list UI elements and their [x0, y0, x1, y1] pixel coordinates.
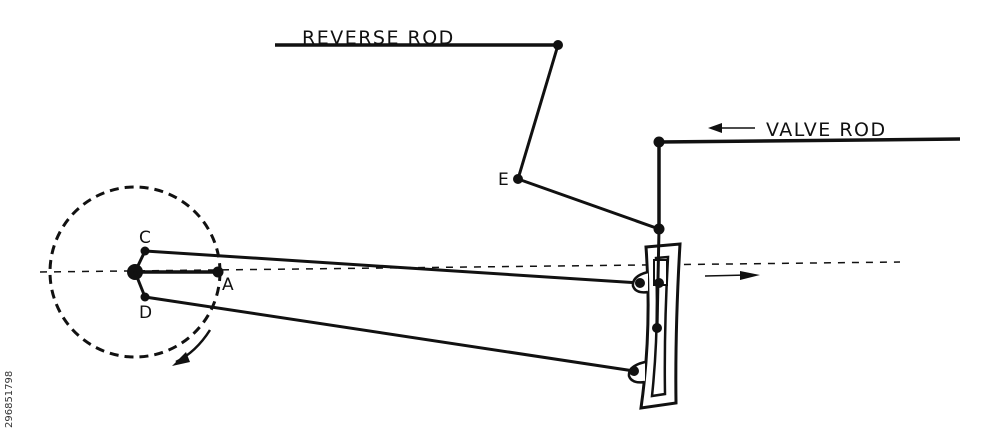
die-pin-lower — [652, 323, 662, 333]
backward-eccentric-rod — [144, 295, 635, 373]
link-pin-lower — [629, 366, 639, 376]
point-e-label: E — [498, 170, 509, 190]
reverse-lever — [516, 44, 560, 180]
valve-rod — [658, 137, 961, 144]
valve-rod-pin — [653, 136, 665, 148]
point-a-label: A — [222, 275, 234, 295]
die-pin-upper — [654, 278, 664, 288]
center-line-arrowhead — [740, 271, 760, 280]
valve-rod-arrowhead — [708, 123, 722, 133]
point-c-label: C — [139, 228, 151, 248]
reverse-rod-label: REVERSE ROD — [302, 27, 455, 49]
lifting-link — [517, 177, 660, 231]
forward-eccentric-rod — [144, 249, 641, 285]
stock-id-text: 296851798 — [4, 370, 15, 428]
rotation-arrowhead — [172, 352, 190, 366]
point-d-label: D — [139, 303, 152, 323]
center-line-arrow-shaft — [704, 274, 749, 277]
valve-rod-label: VALVE ROD — [766, 119, 887, 141]
link-pin-upper — [635, 278, 645, 288]
crank-pin-a — [212, 266, 224, 278]
stock-id-watermark: 296851798 — [4, 300, 18, 430]
